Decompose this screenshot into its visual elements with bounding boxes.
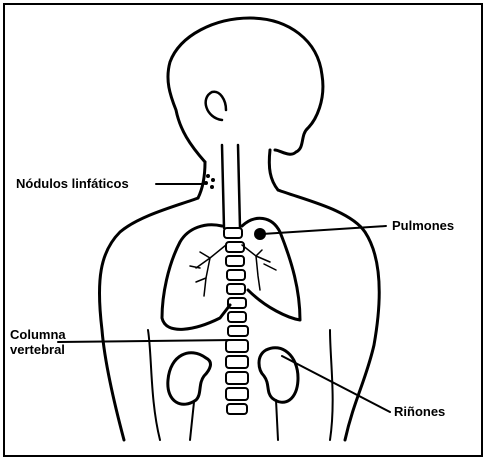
left-bronchi [190, 245, 226, 296]
trachea-left [222, 145, 224, 228]
left-ureter [190, 402, 194, 440]
label-nodulos-linfaticos: Nódulos linfáticos [16, 176, 129, 191]
label-columna-vertebral: Columna vertebral [10, 327, 66, 357]
leader-columna [58, 340, 234, 342]
left-lung [162, 225, 230, 330]
label-rinones-text: Riñones [394, 404, 445, 419]
label-rinones: Riñones [394, 404, 445, 419]
trachea-right [238, 145, 240, 228]
right-inner-arm [330, 330, 333, 440]
spine [224, 228, 248, 414]
neck-right [269, 150, 278, 190]
ear-outline [206, 92, 226, 120]
label-nodulos-text: Nódulos linfáticos [16, 176, 129, 191]
right-ureter [276, 400, 278, 440]
neck-left [198, 162, 205, 198]
left-kidney [168, 353, 211, 405]
label-columna-line2: vertebral [10, 342, 66, 357]
label-pulmones-text: Pulmones [392, 218, 454, 233]
right-bronchi [242, 245, 276, 290]
head-outline [168, 18, 323, 162]
label-pulmones: Pulmones [392, 218, 454, 233]
left-inner-arm [148, 330, 160, 440]
right-kidney [259, 348, 298, 403]
label-columna-line1: Columna [10, 327, 66, 342]
